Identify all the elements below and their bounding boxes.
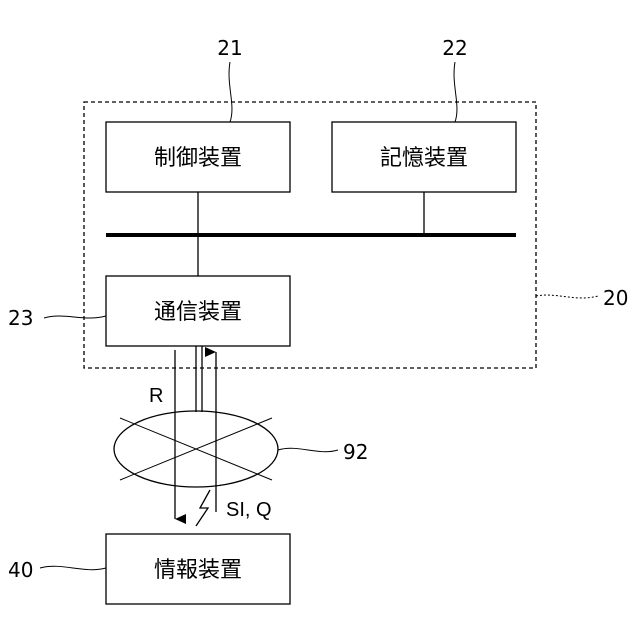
signal-label-SI-Q: SI, Q: [226, 499, 272, 521]
ref-label-40: 40: [8, 558, 33, 582]
signal-label-R: R: [149, 385, 163, 407]
leader-line-23: [44, 316, 106, 318]
leader-line-20: [536, 295, 598, 298]
communication-device-label: 通信装置: [154, 300, 242, 325]
ref-label-20: 20: [603, 286, 628, 310]
storage-device-label: 記憶装置: [380, 146, 468, 171]
wireless-lightning-icon: [196, 490, 210, 526]
ref-label-21: 21: [217, 36, 242, 60]
ref-label-22: 22: [442, 36, 467, 60]
ref-label-23: 23: [8, 306, 33, 330]
leader-line-22: [454, 62, 457, 122]
leader-line-21: [229, 62, 232, 122]
information-device-label: 情報装置: [154, 558, 242, 583]
ref-label-92: 92: [343, 440, 368, 464]
leader-line-40: [40, 566, 106, 569]
leader-line-92: [278, 448, 338, 451]
control-device-label: 制御装置: [154, 146, 242, 171]
